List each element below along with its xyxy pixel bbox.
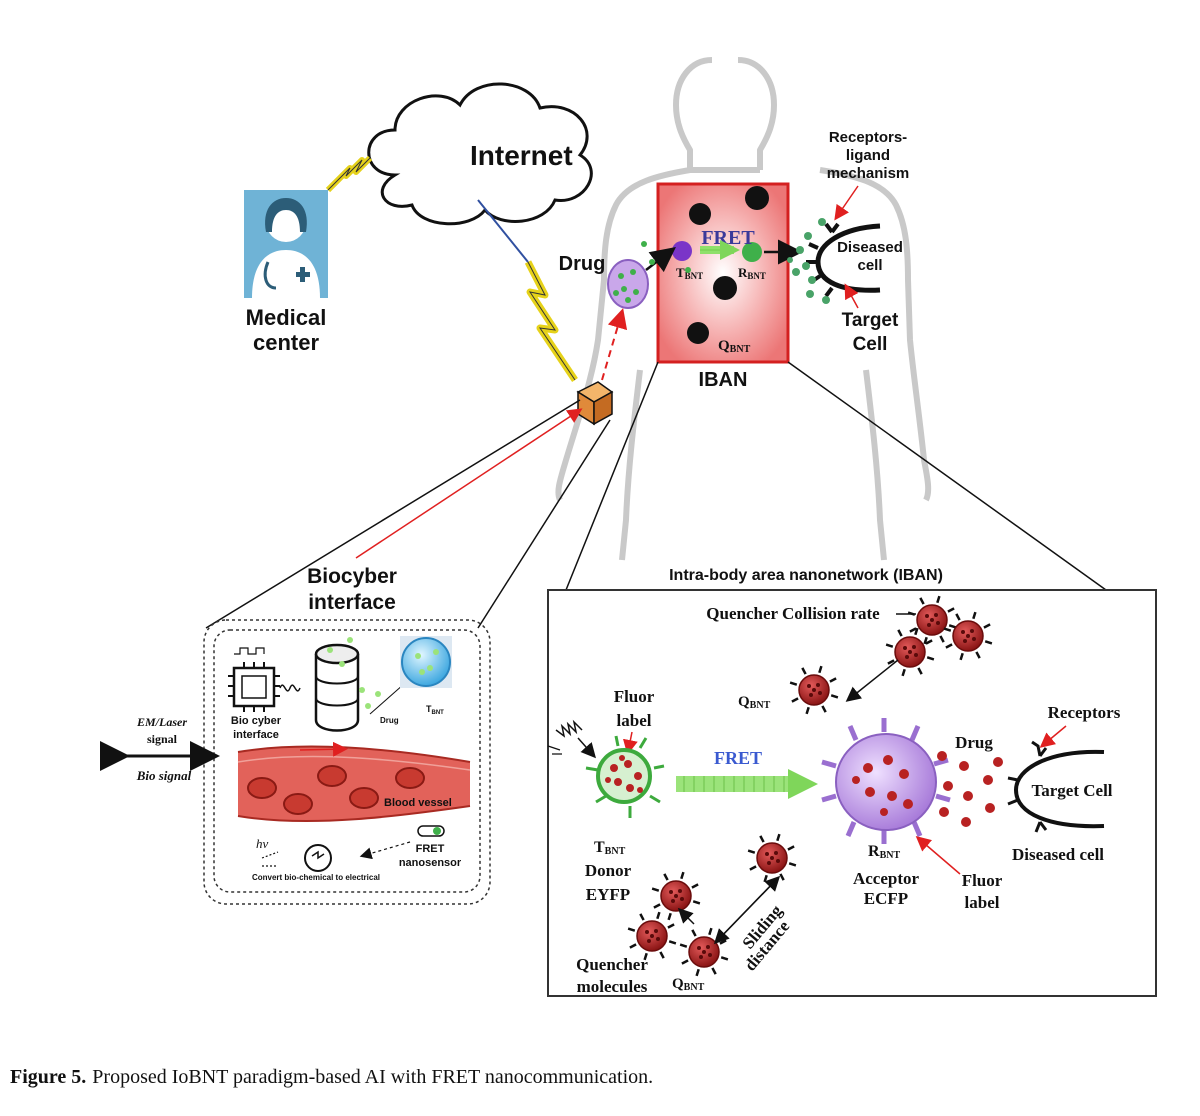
receptors-ligand-2: ligand [846,147,890,164]
iban-r-bnt-sub: BNT [747,271,766,281]
donor-t-bnt-sub: BNT [605,846,626,857]
quencher-molecules-1: Quencher [576,955,648,974]
internet-cloud: Internet [367,82,593,226]
receptors-ligand-1: Receptors- [829,129,907,146]
receptors-ligand-3: mechanism [827,165,910,182]
acceptor-rbnt-icon [821,718,951,844]
iban-t-bnt-sub: BNT [685,271,704,281]
left-t-bnt-sub: BNT [432,710,445,716]
doctor-icon [244,190,328,298]
acceptor-label-2: ECFP [864,889,908,908]
iban-fret-label: FRET [701,227,755,249]
fret-nanosensor-1: FRET [416,843,445,855]
svg-text:QBNT: QBNT [738,694,771,711]
caption-text: Proposed IoBNT paradigm-based AI with FR… [92,1066,654,1088]
bnt-cell-icon [400,636,452,688]
quencher-molecule-icon [627,911,677,961]
drug-label-top: Drug [559,253,606,275]
target-cell-2: Cell [853,334,888,355]
gateway-cube-icon [576,381,614,426]
r-bnt-dot [742,242,762,262]
bio-cyber-label-2: interface [233,729,279,741]
q-bnt-top: Q [738,694,750,710]
iban-box [656,182,790,364]
caption-label: Figure 5. [10,1066,87,1088]
quencher-molecules-2: molecules [577,977,648,996]
drug-label-right: Drug [955,733,993,752]
chip-icon [228,647,301,712]
drug-capsule-icon [607,259,649,309]
quencher-molecule-icon [907,595,957,645]
acceptor-label-1: Acceptor [853,869,920,888]
biocyber-title-1: Biocyber [307,565,397,588]
donor-t-bnt: T [594,839,605,856]
drug-dots [937,751,1003,827]
diseased-cell-1: Diseased [837,239,903,256]
fret-label: FRET [714,748,762,768]
donor-tbnt-icon [585,735,665,818]
em-laser-label-1: EM/Laser [136,715,187,729]
quencher-molecule-icon [747,833,797,883]
iban-q-bnt-sub: BNT [730,344,751,355]
em-laser-label-2: signal [147,732,178,746]
fluor-label-bottom-2: label [965,893,1000,912]
quencher-molecule-icon [789,665,839,715]
iban-t-bnt: T [676,265,685,280]
internet-label: Internet [470,140,573,171]
iban-q-bnt: Q [718,338,730,354]
q-bnt-bottom-sub: BNT [684,982,705,993]
donor-label-2: EYFP [586,885,630,904]
svg-text:QBNT: QBNT [672,976,705,993]
lightning-gateway-icon [524,260,578,382]
bio-cyber-label-1: Bio cyber [231,715,282,727]
target-cell-right-label: Target Cell [1031,781,1112,800]
target-cell-1: Target [842,310,899,331]
biocyber-title-2: interface [308,591,396,614]
quencher-collision-label: Quencher Collision rate [706,604,880,623]
iban-panel-title: Intra-body area nanonetwork (IBAN) [669,567,943,584]
svg-text:RBNT: RBNT [738,265,766,281]
quencher-molecule-icon [943,611,993,661]
medical-center-label-2: center [253,330,319,355]
quencher-molecule-icon [885,627,935,677]
acceptor-r-bnt-sub: BNT [880,850,901,861]
fret-arrow-icon [676,769,818,799]
fluor-label-top-2: label [617,711,652,730]
diseased-cell-2: cell [857,257,882,274]
fluor-label-top-1: Fluor [614,687,655,706]
q-bnt-bottom: Q [672,976,684,992]
blood-vessel-icon [237,741,471,823]
convert-label: Convert bio-chemical to electrical [252,873,380,882]
fret-nanosensor-2: nanosensor [399,857,462,869]
human-body-outline [555,57,932,561]
svg-text:TBNT: TBNT [426,704,444,716]
target-cell-right-icon [1007,740,1105,833]
blood-vessel-label: Blood vessel [384,797,452,809]
receptors-label: Receptors [1048,703,1121,722]
lightning-medical-icon [325,155,373,193]
acceptor-r-bnt: R [868,843,880,860]
iban-label: IBAN [699,369,748,391]
medical-center-label-1: Medical [246,305,327,330]
ligand-dots [787,218,830,304]
left-t-bnt: T [426,704,432,714]
figure-caption: Figure 5.Proposed IoBNT paradigm-based A… [10,1066,1160,1089]
bio-signal-label: Bio signal [136,768,192,783]
drug-reservoir-icon [314,637,381,732]
hv-label: hv [256,836,269,851]
iban-r-bnt: R [738,265,748,280]
donor-label-1: Donor [585,861,632,880]
fluor-label-bottom-1: Fluor [962,871,1003,890]
t-bnt-dot [672,241,692,261]
svg-text:TBNT: TBNT [676,265,703,281]
svg-text:QBNT: QBNT [718,338,751,355]
svg-text:TBNT: TBNT [594,839,626,857]
svg-text:RBNT: RBNT [868,843,900,861]
diseased-cell-right-label: Diseased cell [1012,845,1104,864]
q-bnt-top-sub: BNT [750,700,771,711]
biocyber-panel [203,619,491,905]
left-drug-label: Drug [380,716,399,725]
quencher-molecule-icon [679,927,729,977]
